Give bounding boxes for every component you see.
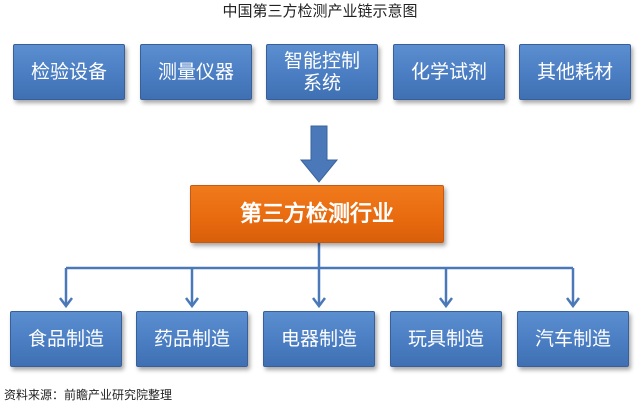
upstream-box-other-consumables: 其他耗材 [519, 44, 631, 100]
arrowhead-icon [59, 297, 73, 309]
downstream-box-label: 电器制造 [280, 327, 357, 350]
upstream-box-label: 其他耗材 [536, 60, 613, 83]
downstream-box-auto-manufacturing: 汽车制造 [517, 311, 629, 367]
center-box-third-party-testing: 第三方检测行业 [190, 185, 444, 243]
upstream-box-label-line2: 系统 [302, 72, 341, 94]
center-box-label: 第三方检测行业 [239, 201, 394, 227]
upstream-box-label-line1: 智能控制 [283, 50, 360, 72]
source-note: 资料来源：前瞻产业研究院整理 [4, 388, 173, 402]
downstream-box-label: 玩具制造 [407, 327, 484, 350]
arrowhead-icon [439, 297, 453, 309]
diagram-title: 中国第三方检测产业链示意图 [222, 2, 418, 20]
downstream-box-food-manufacturing: 食品制造 [10, 311, 122, 367]
upstream-box-label: 检验设备 [30, 60, 107, 83]
upstream-box-intelligent-control-system: 智能控制 系统 [266, 44, 378, 100]
downstream-box-label: 汽车制造 [534, 327, 611, 350]
down-arrow-icon [299, 125, 339, 183]
downstream-box-label: 食品制造 [27, 327, 104, 350]
upstream-box-chemical-reagents: 化学试剂 [393, 44, 505, 100]
downstream-box-toy-manufacturing: 玩具制造 [390, 311, 502, 367]
downstream-box-drug-manufacturing: 药品制造 [136, 311, 248, 367]
upstream-box-label: 化学试剂 [410, 60, 487, 83]
arrowhead-icon [566, 297, 580, 309]
arrowhead-icon [312, 297, 326, 309]
downstream-box-electrical-manufacturing: 电器制造 [263, 311, 375, 367]
downstream-box-label: 药品制造 [153, 327, 230, 350]
arrowhead-icon [185, 297, 199, 309]
upstream-box-inspection-equipment: 检验设备 [13, 44, 125, 100]
upstream-box-measuring-instruments: 测量仪器 [140, 44, 252, 100]
upstream-box-label: 测量仪器 [157, 60, 234, 83]
